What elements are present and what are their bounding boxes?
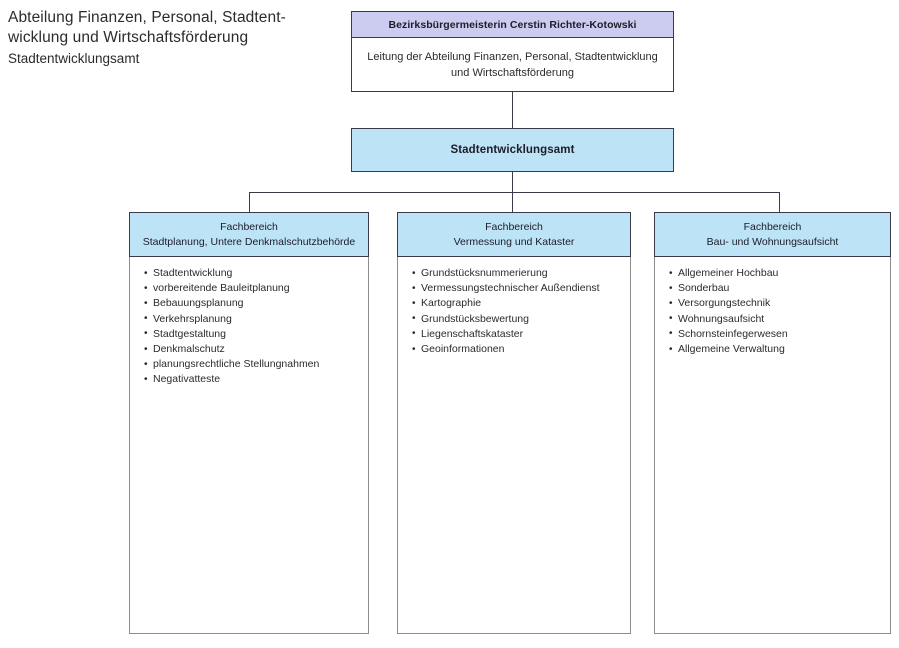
- department-task-list: Grundstücksnummerierung Vermessungstechn…: [398, 257, 630, 357]
- connector-drop-department-1: [249, 192, 250, 212]
- department-header: Fachbereich Stadtplanung, Untere Denkmal…: [129, 212, 369, 257]
- list-item: Stadtgestaltung: [144, 326, 360, 342]
- connector-horizontal-bus: [249, 192, 780, 193]
- list-item: Allgemeiner Hochbau: [669, 265, 882, 281]
- office-label: Stadtentwicklungsamt: [450, 144, 575, 156]
- list-item: Verkehrsplanung: [144, 311, 360, 327]
- list-item: Versorgungstechnik: [669, 296, 882, 311]
- list-item: Vermessungstechnischer Außendienst: [412, 281, 622, 296]
- list-item: Allgemeine Verwaltung: [669, 342, 882, 357]
- department-header: Fachbereich Vermessung und Kataster: [397, 212, 631, 257]
- org-node-office: Stadtentwicklungsamt: [351, 128, 674, 172]
- department-header-line-1: Fachbereich: [220, 220, 278, 233]
- department-header-line-1: Fachbereich: [743, 220, 802, 233]
- department-header-line-2: Bau- und Wohnungsaufsicht: [706, 235, 839, 248]
- list-item: Liegenschaftskataster: [412, 326, 622, 342]
- list-item: Denkmalschutz: [144, 342, 360, 357]
- connector-office-down: [512, 172, 513, 192]
- list-item: Kartographie: [412, 296, 622, 311]
- connector-drop-department-2: [512, 192, 513, 212]
- list-item: Sonderbau: [669, 281, 882, 296]
- page-title-line-1: Abteilung Finanzen, Personal, Stadtent-: [8, 9, 286, 26]
- list-item: Grundstücksnummerierung: [412, 265, 622, 281]
- department-column-vermessung: Fachbereich Vermessung und Kataster Grun…: [397, 212, 631, 634]
- connector-drop-department-3: [779, 192, 780, 212]
- list-item: Wohnungsaufsicht: [669, 311, 882, 327]
- department-column-bauaufsicht: Fachbereich Bau- und Wohnungsaufsicht Al…: [654, 212, 891, 634]
- list-item: Schornsteinfegerwesen: [669, 326, 882, 342]
- org-node-head: Bezirksbürgermeisterin Cerstin Richter-K…: [351, 11, 674, 92]
- department-task-list: Allgemeiner Hochbau Sonderbau Versorgung…: [655, 257, 890, 357]
- list-item: Bebauungsplanung: [144, 296, 360, 311]
- list-item: Geoinformationen: [412, 342, 622, 357]
- head-name-label: Bezirksbürgermeisterin Cerstin Richter-K…: [352, 12, 673, 38]
- department-task-list: Stadtentwicklung vorbereitende Bauleitpl…: [130, 257, 368, 388]
- page-title: Abteilung Finanzen, Personal, Stadtent- …: [8, 8, 348, 48]
- list-item: Stadtentwicklung: [144, 265, 360, 281]
- page-subtitle: Stadtentwicklungsamt: [8, 51, 140, 66]
- department-header: Fachbereich Bau- und Wohnungsaufsicht: [654, 212, 891, 257]
- list-item: vorbereitende Bauleitplanung: [144, 281, 360, 296]
- list-item: Grundstücksbewertung: [412, 311, 622, 327]
- list-item: planungsrechtliche Stellungnahmen: [144, 357, 360, 372]
- department-header-line-1: Fachbereich: [485, 220, 543, 233]
- department-header-line-2: Stadtplanung, Untere Denkmalschutzbehörd…: [142, 235, 356, 248]
- head-role-label: Leitung der Abteilung Finanzen, Personal…: [367, 50, 658, 79]
- list-item: Negativatteste: [144, 372, 360, 387]
- connector-head-to-office: [512, 92, 513, 128]
- department-column-stadtplanung: Fachbereich Stadtplanung, Untere Denkmal…: [129, 212, 369, 634]
- page-title-block: Abteilung Finanzen, Personal, Stadtent- …: [8, 8, 348, 68]
- department-header-line-2: Vermessung und Kataster: [453, 235, 575, 248]
- page-title-line-2: wicklung und Wirtschaftsförderung: [8, 29, 249, 46]
